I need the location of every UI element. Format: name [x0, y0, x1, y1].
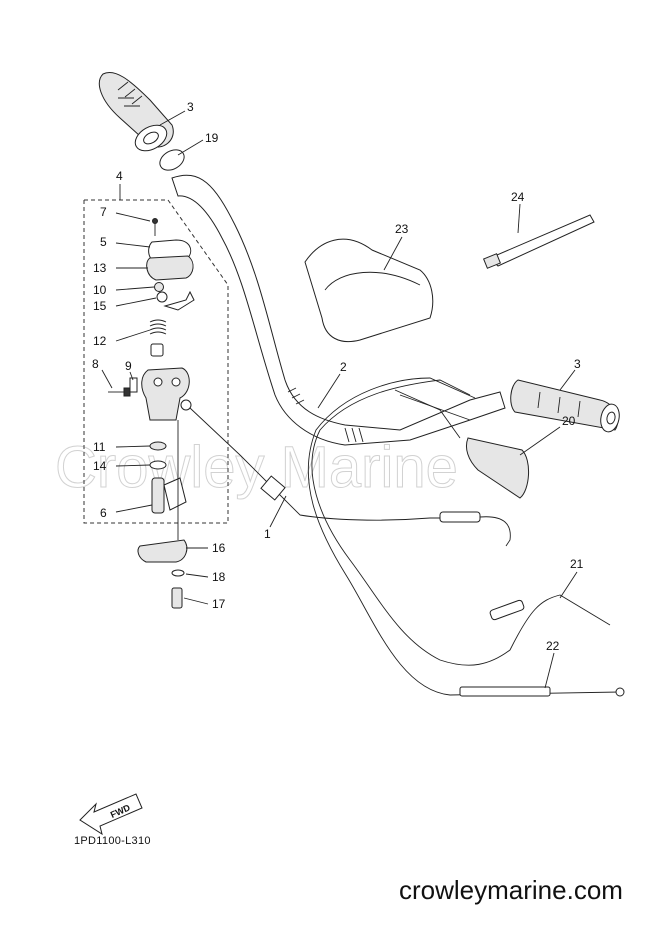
callout-9: 9: [125, 359, 132, 373]
callout-8: 8: [92, 357, 99, 371]
watermark: Crowley Marine: [55, 435, 458, 500]
callout-6: 6: [100, 506, 107, 520]
cables: [189, 377, 625, 697]
callout-10: 10: [93, 283, 107, 297]
callout-16: 16: [212, 541, 226, 555]
boot: [465, 437, 529, 499]
left-grip: [98, 72, 185, 171]
callout-21: 21: [570, 557, 584, 571]
fwd-arrow-icon: FWD: [79, 793, 143, 836]
callout-18: 18: [212, 570, 226, 584]
callout-2: 2: [340, 360, 347, 374]
callout-24: 24: [511, 190, 525, 204]
drawing-code: 1PD1100-L310: [74, 835, 151, 847]
handlebar-cover: [304, 238, 434, 342]
right-grip: [510, 379, 620, 433]
callout-12: 12: [93, 334, 107, 348]
cable-tie: [489, 214, 595, 267]
callouts: 3 19 4 7 5 13 10 15 12 8 9 11 14 6 16 18…: [92, 100, 584, 653]
callout-1: 1: [264, 527, 271, 541]
callout-7: 7: [100, 205, 107, 219]
callout-23: 23: [395, 222, 409, 236]
website-label: crowleymarine.com: [399, 875, 623, 905]
assembly-outline: [83, 199, 229, 524]
callout-17: 17: [212, 597, 226, 611]
callout-22: 22: [546, 639, 560, 653]
handlebar: [171, 174, 506, 446]
leader-lines: [101, 110, 578, 689]
callout-11: 11: [93, 440, 106, 454]
callout-20: 20: [562, 414, 576, 428]
callout-14: 14: [93, 459, 107, 473]
callout-15: 15: [93, 299, 107, 313]
callout-5: 5: [100, 235, 107, 249]
callout-3-right: 3: [574, 357, 581, 371]
callout-3-left: 3: [187, 100, 194, 114]
callout-19: 19: [205, 131, 219, 145]
throttle-parts: [108, 218, 195, 609]
callout-4: 4: [116, 169, 123, 183]
callout-13: 13: [93, 261, 107, 275]
